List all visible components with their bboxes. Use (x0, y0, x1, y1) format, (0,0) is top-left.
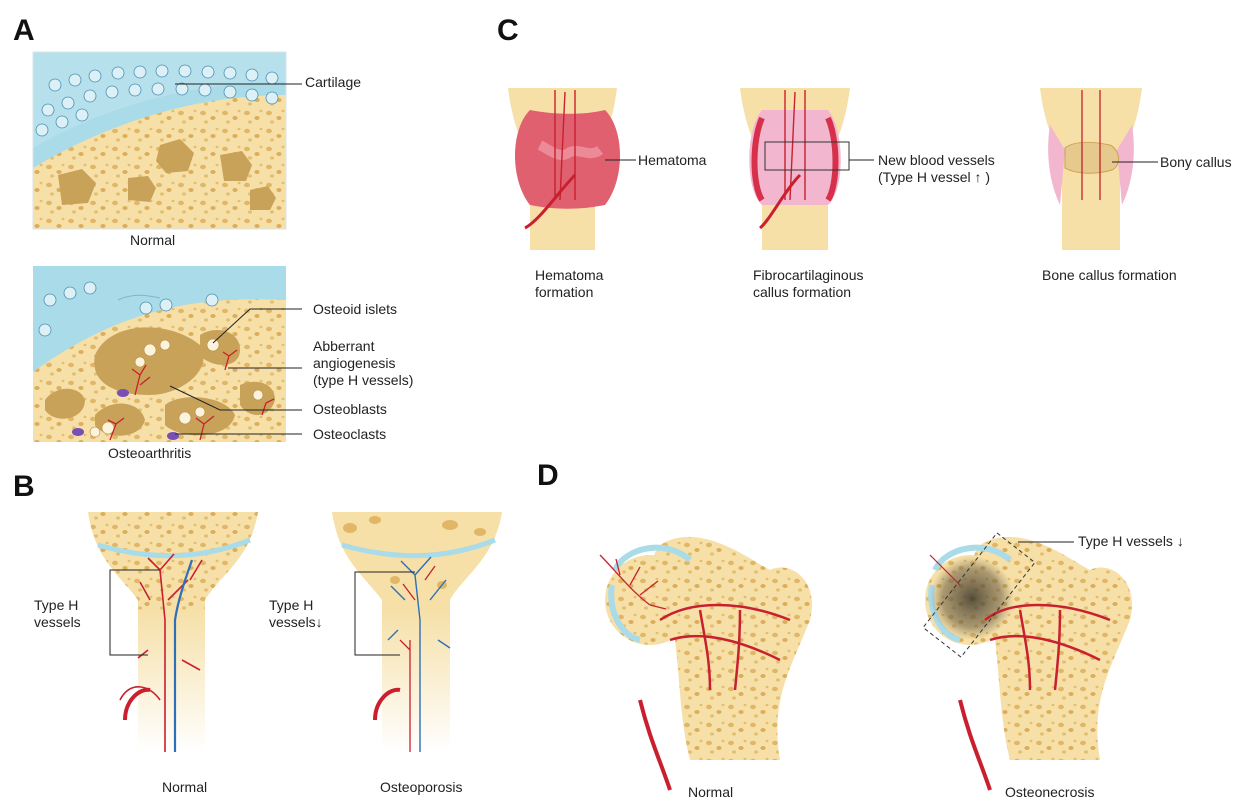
label-b-typeh-down-1: Type H (269, 597, 313, 614)
label-d-typeh: Type H vessels ↓ (1078, 533, 1184, 550)
label-osteoblasts: Osteoblasts (313, 401, 387, 418)
panel-b-osteoporosis-illustration (332, 512, 502, 752)
panel-c-hematoma-illustration (508, 88, 620, 250)
label-angiogenesis-1: Abberrant (313, 338, 374, 355)
panel-a-osteoarthritis-illustration (33, 266, 286, 442)
label-osteoid-islets: Osteoid islets (313, 301, 397, 318)
caption-d-osteonecrosis: Osteonecrosis (1005, 784, 1094, 801)
panel-a-normal-illustration (33, 52, 286, 229)
label-new-vessels-2: (Type H vessel ↑ ) (878, 169, 990, 186)
label-b-typeh-1: Type H (34, 597, 78, 614)
caption-c-bone-callus: Bone callus formation (1042, 267, 1177, 284)
panel-letter-b: B (13, 470, 35, 504)
label-b-typeh-2: vessels (34, 614, 81, 631)
label-new-vessels-1: New blood vessels (878, 152, 995, 169)
caption-c-hematoma-1: Hematoma (535, 267, 603, 284)
panel-c-bony-callus-illustration (1040, 88, 1142, 250)
label-angiogenesis-2: angiogenesis (313, 355, 396, 372)
caption-c-fibro-1: Fibrocartilaginous (753, 267, 864, 284)
caption-d-normal: Normal (688, 784, 733, 801)
panel-letter-c: C (497, 14, 519, 48)
panel-letter-d: D (537, 459, 559, 493)
label-hematoma: Hematoma (638, 152, 706, 169)
caption-b-normal: Normal (162, 779, 207, 796)
label-bony-callus: Bony callus (1160, 154, 1232, 171)
panel-b-normal-illustration (88, 512, 258, 752)
caption-c-hematoma-2: formation (535, 284, 593, 301)
caption-a-normal: Normal (130, 232, 175, 249)
caption-a-osteoarthritis: Osteoarthritis (108, 445, 191, 462)
caption-b-osteoporosis: Osteoporosis (380, 779, 462, 796)
panel-d-normal-illustration (600, 537, 812, 790)
caption-c-fibro-2: callus formation (753, 284, 851, 301)
panel-d-osteonecrosis-illustration (923, 533, 1132, 790)
label-b-typeh-down-2: vessels↓ (269, 614, 323, 631)
label-angiogenesis-3: (type H vessels) (313, 372, 413, 389)
label-cartilage: Cartilage (305, 74, 361, 91)
label-osteoclasts: Osteoclasts (313, 426, 386, 443)
panel-letter-a: A (13, 14, 35, 48)
panel-c-fibrocartilaginous-illustration (740, 88, 850, 250)
